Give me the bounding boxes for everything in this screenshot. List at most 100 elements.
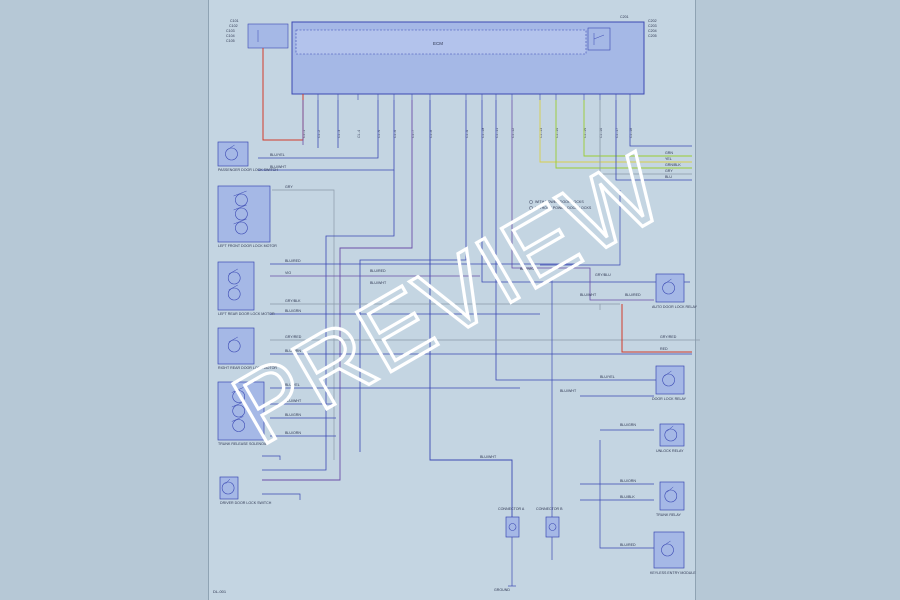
- page-code: DL-001: [213, 589, 227, 594]
- component-label: UNLOCK RELAY: [656, 449, 684, 453]
- wire-label: C1-13: [540, 128, 544, 138]
- svg-text:C105: C105: [226, 39, 235, 43]
- component-element: [235, 207, 248, 221]
- component-box: [217, 327, 255, 365]
- svg-text:C201: C201: [620, 15, 629, 19]
- green-wire: [583, 100, 692, 157]
- wire-label: C1-17: [616, 128, 620, 138]
- component-label: LEFT FRONT DOOR LOCK MOTOR: [218, 244, 277, 248]
- component-label: RIGHT REAR DOOR LOCK MOTOR: [218, 366, 277, 370]
- component-box: [659, 423, 685, 447]
- wire-label: C1-8: [430, 130, 434, 138]
- component-element: [227, 271, 241, 285]
- component-label: TRUNK RELAY: [656, 513, 681, 517]
- svg-text:C102: C102: [229, 24, 238, 28]
- connector-b-pin: [548, 523, 557, 531]
- connector-b-box: [545, 516, 560, 538]
- component-label: TRUNK RELEASE SOLENOID: [218, 442, 268, 446]
- notes: WITH POWER DOOR LOCKS WITHOUT POWER DOOR…: [529, 200, 592, 210]
- wire-label: C1-15: [584, 128, 588, 138]
- wire: [429, 100, 513, 517]
- wire-label: BLU/YEL: [270, 153, 285, 157]
- wire-label: C1-11: [496, 128, 500, 138]
- wire-label: BLU/BLK: [620, 495, 635, 499]
- wire-label: BLU/ORN: [620, 479, 636, 483]
- header-notes: C101 C102 C103 C104 C105 C201 C202 C203 …: [226, 15, 657, 43]
- svg-text:C101: C101: [230, 19, 239, 23]
- wire-label: GRY: [285, 185, 293, 189]
- wire-label: BLU/RED: [370, 269, 386, 273]
- switch-contact: [231, 416, 244, 422]
- switch-contact: [667, 486, 674, 493]
- wire: [258, 100, 395, 171]
- component-label: KEYLESS ENTRY MODULE: [650, 571, 696, 575]
- wire-label: GRY/RED: [285, 335, 302, 339]
- component-box: [655, 273, 685, 303]
- svg-text:C205: C205: [648, 34, 657, 38]
- wire-label: BLU/VIO: [520, 267, 534, 271]
- wire-label: BLU/RED: [620, 543, 636, 547]
- component-element: [232, 419, 245, 432]
- switch-contact: [667, 425, 674, 432]
- component-element: [235, 193, 248, 207]
- wire-label: BLU/WHT: [270, 165, 287, 169]
- connector-a-label: CONNECTOR A: [498, 507, 525, 511]
- component-box: [217, 185, 271, 243]
- component-label: DRIVER DOOR LOCK SWITCH: [220, 501, 272, 505]
- wire-label: C1-3: [338, 130, 342, 138]
- wire-label: GRY: [665, 169, 673, 173]
- wire-label: C1-6: [394, 130, 398, 138]
- component-element: [221, 481, 235, 495]
- wire-label: GRN/BLK: [665, 163, 681, 167]
- yellow-wire: [539, 100, 692, 163]
- switch-contact: [664, 370, 672, 377]
- wire-label: GRY/RED: [660, 335, 677, 339]
- wire: [272, 189, 335, 460]
- wire-label: C1-10: [482, 128, 486, 138]
- switch-contact: [662, 540, 671, 547]
- wire-label: C1-2: [318, 130, 322, 138]
- wire: [262, 493, 301, 500]
- wire-label: BLU/WHT: [560, 389, 577, 393]
- wire-label: BLU: [665, 175, 672, 179]
- wire-label: C1-12: [512, 128, 516, 138]
- component-element: [662, 373, 675, 387]
- wire-label: BLU/GRN: [285, 309, 301, 313]
- wire: [615, 100, 692, 181]
- note-without: WITHOUT POWER DOOR LOCKS: [535, 206, 592, 210]
- switch-contact: [228, 268, 238, 275]
- wire-label: BLU/WHT: [370, 281, 387, 285]
- switch-contact: [231, 387, 244, 393]
- switch-contact: [228, 336, 238, 343]
- connector-a-pin: [508, 523, 517, 531]
- component-label: DOOR LOCK RELAY: [652, 397, 687, 401]
- component-label: AUTO DOOR LOCK RELAY: [652, 305, 698, 309]
- wire: [540, 190, 621, 266]
- wire: [599, 440, 654, 549]
- wire: [262, 100, 413, 481]
- wire-label: C1-7: [412, 130, 416, 138]
- component-element: [235, 221, 248, 235]
- wire-label: C1-9: [466, 130, 470, 138]
- wire-label: RED: [660, 347, 668, 351]
- connector-b-label: CONNECTOR B: [536, 507, 563, 511]
- connector-a-box: [505, 516, 520, 538]
- wire: [262, 170, 395, 471]
- wire-label: BLU/ORN: [285, 349, 301, 353]
- wire-label: BLU/RED: [625, 293, 641, 297]
- wire-label: BLU/GRN: [285, 413, 301, 417]
- component-box: [653, 531, 685, 569]
- component-element: [232, 404, 245, 418]
- ground-label: GROUND: [494, 588, 510, 592]
- wire-label: BLU/YEL: [600, 375, 615, 379]
- ecm-label: ECM: [433, 41, 443, 46]
- wire-label: C1-16: [600, 128, 604, 138]
- red-wire: [621, 304, 692, 353]
- wire-label: C1-18: [630, 128, 634, 138]
- switch-contact: [228, 284, 238, 291]
- svg-text:C202: C202: [648, 19, 657, 23]
- component-element: [664, 428, 678, 442]
- wire-label: GRY/BLK: [285, 299, 301, 303]
